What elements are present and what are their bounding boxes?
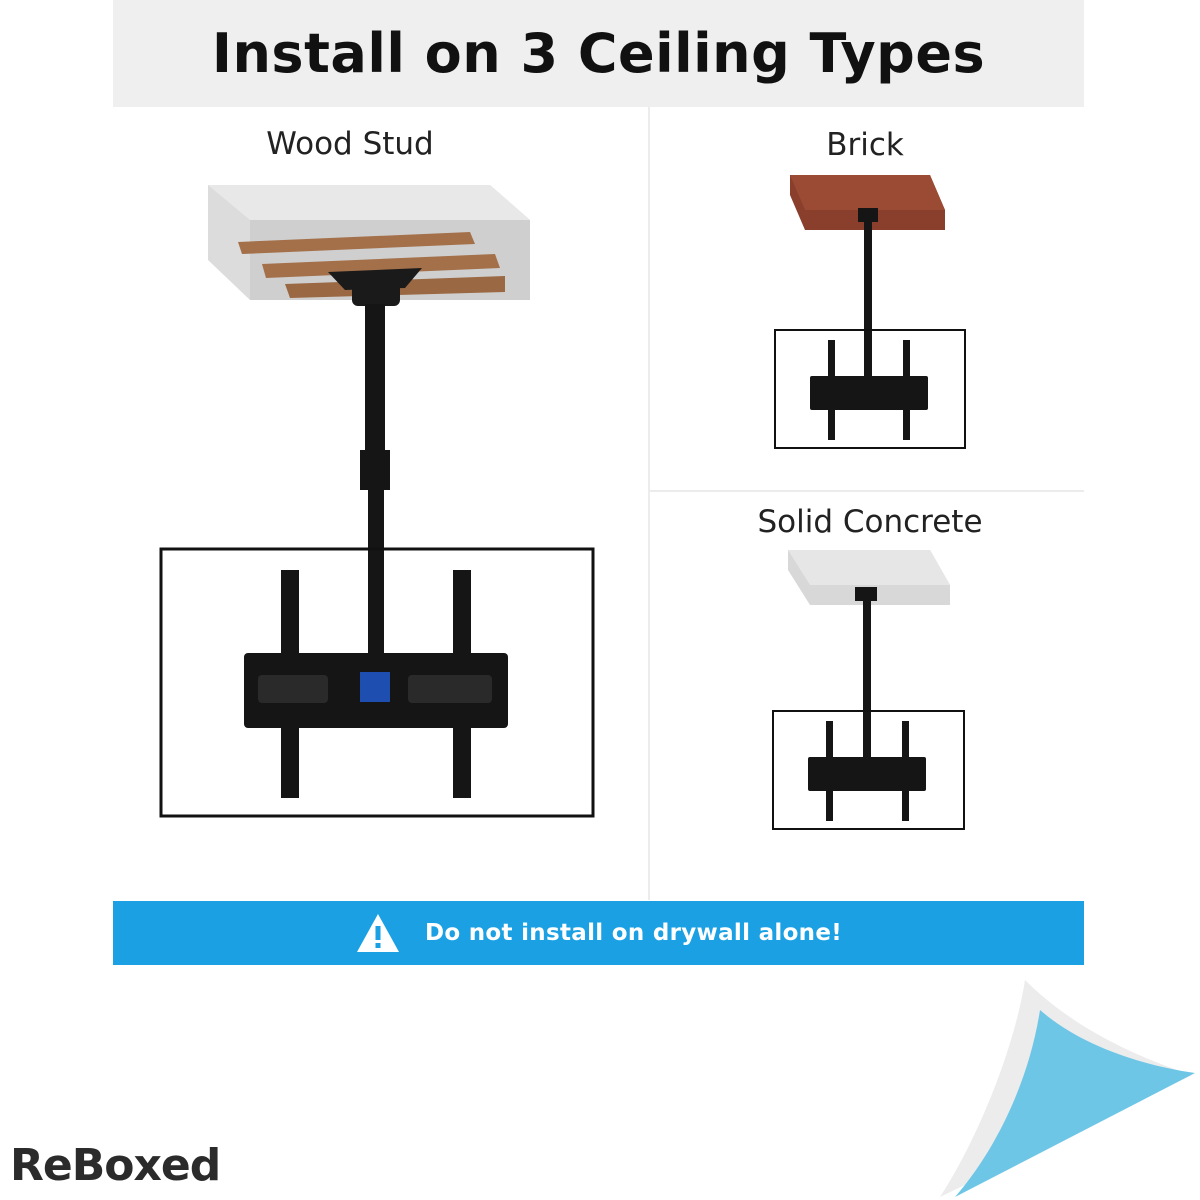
- vertical-divider: [648, 107, 650, 900]
- warning-banner: Do not install on drywall alone!: [113, 901, 1084, 965]
- page-curl-decoration: [940, 980, 1195, 1197]
- wood-stud-mount-illustration: [159, 185, 595, 818]
- wood-stud-label: Wood Stud: [266, 126, 434, 162]
- warning-text: Do not install on drywall alone!: [424, 920, 843, 946]
- concrete-mount-illustration: [772, 550, 965, 830]
- solid-concrete-label: Solid Concrete: [757, 504, 983, 540]
- title-banner: Install on 3 Ceiling Types: [113, 0, 1084, 107]
- reboxed-logo: ReBoxed: [10, 1140, 221, 1191]
- tv-outline-small: [774, 329, 966, 449]
- warning-icon: [356, 914, 399, 952]
- extension-pole: [365, 304, 385, 454]
- brick-mount-illustration: [774, 175, 966, 449]
- horizontal-divider: [650, 490, 1084, 492]
- tv-outline-small: [772, 710, 965, 830]
- brick-label: Brick: [826, 127, 904, 163]
- tv-outline: [159, 547, 595, 818]
- page-title: Install on 3 Ceiling Types: [211, 22, 986, 85]
